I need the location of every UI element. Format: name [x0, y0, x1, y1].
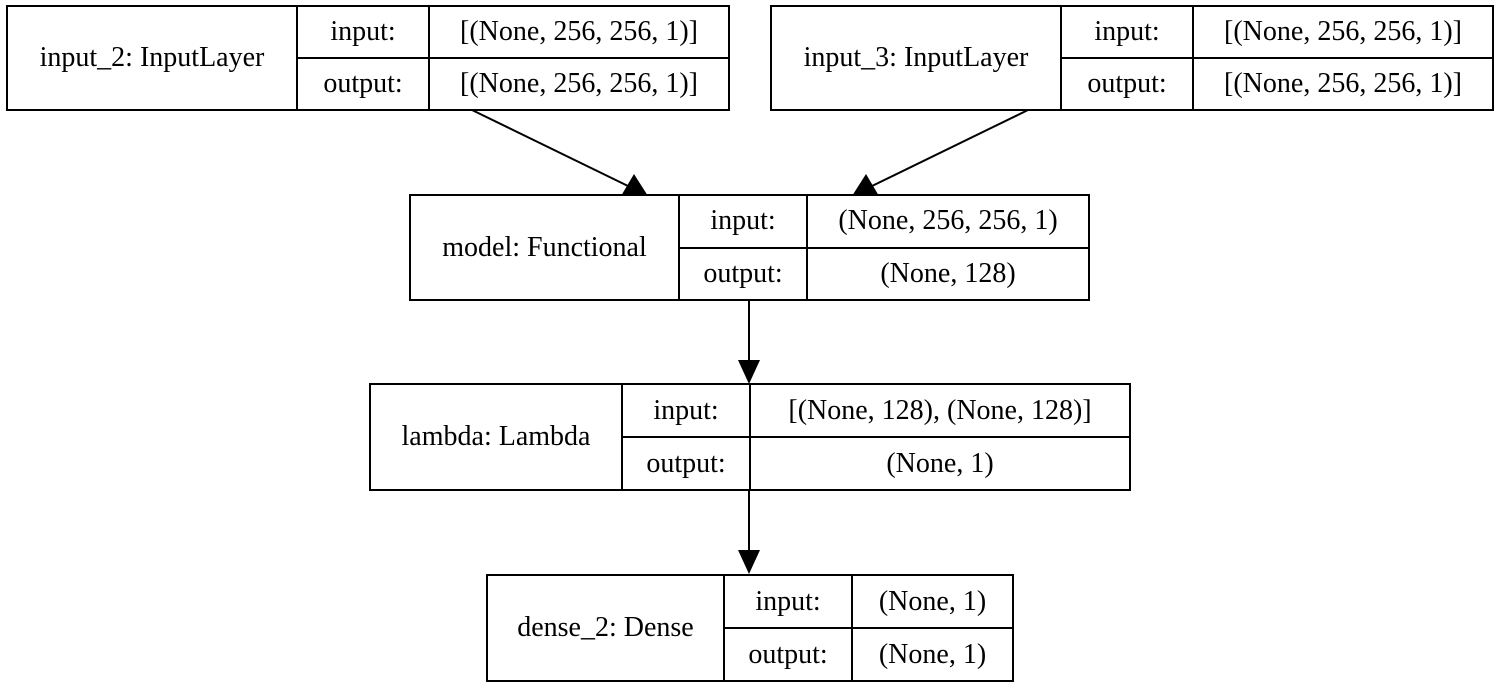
- node-lambda: lambda: Lambda input: output: [(None, 12…: [369, 383, 1131, 491]
- input-shape: [(None, 256, 256, 1)]: [1194, 7, 1492, 59]
- node-shapes: [(None, 256, 256, 1)] [(None, 256, 256, …: [1194, 7, 1492, 109]
- output-label: output:: [646, 447, 726, 479]
- node-name: lambda: Lambda: [371, 385, 623, 489]
- output-shape: (None, 1): [878, 638, 987, 670]
- output-label: output:: [703, 257, 783, 289]
- node-shapes: (None, 1) (None, 1): [853, 576, 1012, 680]
- output-label: output:: [1087, 68, 1167, 99]
- input-shape: [(None, 256, 256, 1)]: [430, 7, 728, 59]
- input-label: input:: [1062, 7, 1192, 59]
- input-label: input:: [680, 196, 806, 249]
- input-shape: (None, 1): [853, 576, 1012, 629]
- input-shape: (None, 256, 256, 1): [808, 196, 1088, 249]
- node-port-labels: input: output:: [623, 385, 751, 489]
- node-port-labels: input: output:: [680, 196, 808, 299]
- node-name: dense_2: Dense: [488, 576, 725, 680]
- node-port-labels: input: output:: [725, 576, 853, 680]
- edge-input_2-to-model: [471, 109, 648, 196]
- input-label: input:: [623, 385, 749, 438]
- node-name: model: Functional: [411, 196, 680, 299]
- output-label: output:: [323, 68, 403, 99]
- node-shapes: (None, 256, 256, 1) (None, 128): [808, 196, 1088, 299]
- node-name: input_3: InputLayer: [772, 7, 1062, 109]
- output-shape: (None, 128): [880, 257, 1016, 289]
- node-shapes: [(None, 256, 256, 1)] [(None, 256, 256, …: [430, 7, 728, 109]
- edge-lambda-to-dense_2: [738, 490, 760, 574]
- node-input_2: input_2: InputLayer input: output: [(Non…: [6, 5, 730, 111]
- edge-model-to-lambda: [738, 300, 760, 384]
- node-port-labels: input: output:: [1062, 7, 1194, 109]
- output-shape: (None, 1): [886, 447, 994, 479]
- input-shape: [(None, 128), (None, 128)]: [751, 385, 1129, 438]
- node-port-labels: input: output:: [298, 7, 430, 109]
- edge-input_3-to-model: [852, 109, 1029, 196]
- node-dense_2: dense_2: Dense input: output: (None, 1) …: [486, 574, 1014, 682]
- output-shape: [(None, 256, 256, 1)]: [1224, 68, 1462, 99]
- node-input_3: input_3: InputLayer input: output: [(Non…: [770, 5, 1494, 111]
- input-label: input:: [725, 576, 851, 629]
- output-shape: [(None, 256, 256, 1)]: [460, 68, 698, 99]
- node-model: model: Functional input: output: (None, …: [409, 194, 1090, 301]
- node-shapes: [(None, 128), (None, 128)] (None, 1): [751, 385, 1129, 489]
- input-label: input:: [298, 7, 428, 59]
- output-label: output:: [748, 638, 828, 670]
- node-name: input_2: InputLayer: [8, 7, 298, 109]
